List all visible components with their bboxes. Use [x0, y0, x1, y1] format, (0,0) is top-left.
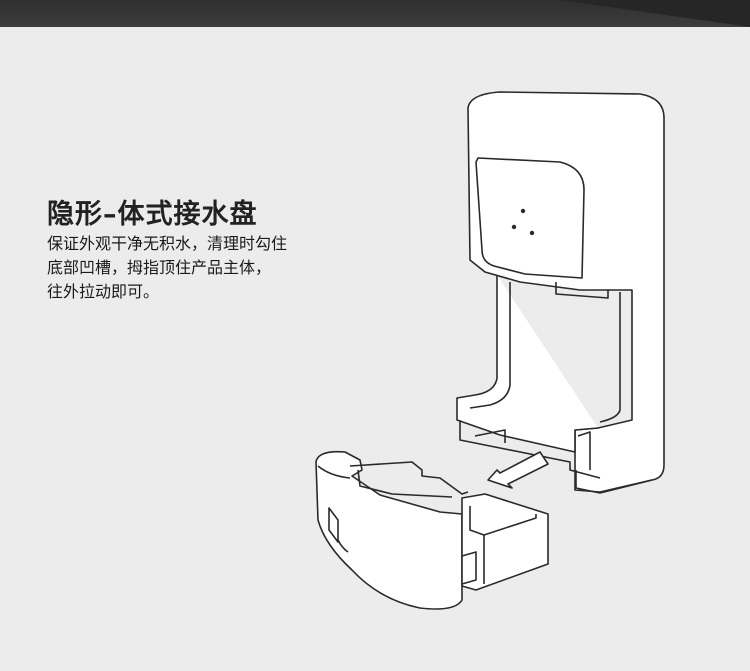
- description-line-3: 往外拉动即可。: [47, 282, 160, 301]
- description-line-1: 保证外观干净无积水，清理时勾住: [47, 234, 288, 253]
- dryer-body: [456, 91, 665, 494]
- pull-direction-arrow: [487, 451, 549, 489]
- indicator-dot: [520, 208, 526, 214]
- feature-title: 隐形–体式接水盘: [47, 199, 258, 230]
- dryer-front-panel: [475, 157, 585, 279]
- indicator-dot: [511, 224, 517, 230]
- hand-dryer-illustration: [315, 91, 665, 610]
- indicator-dot: [529, 230, 535, 236]
- drip-tray: [315, 450, 549, 610]
- header-wedge: [560, 0, 750, 27]
- panel-tab: [555, 282, 609, 299]
- top-header-band: [0, 0, 750, 27]
- description-line-2: 底部凹槽，拇指顶住产品主体，: [47, 258, 272, 277]
- feature-description: 保证外观干净无积水，清理时勾住 底部凹槽，拇指顶住产品主体， 往外拉动即可。: [47, 232, 347, 304]
